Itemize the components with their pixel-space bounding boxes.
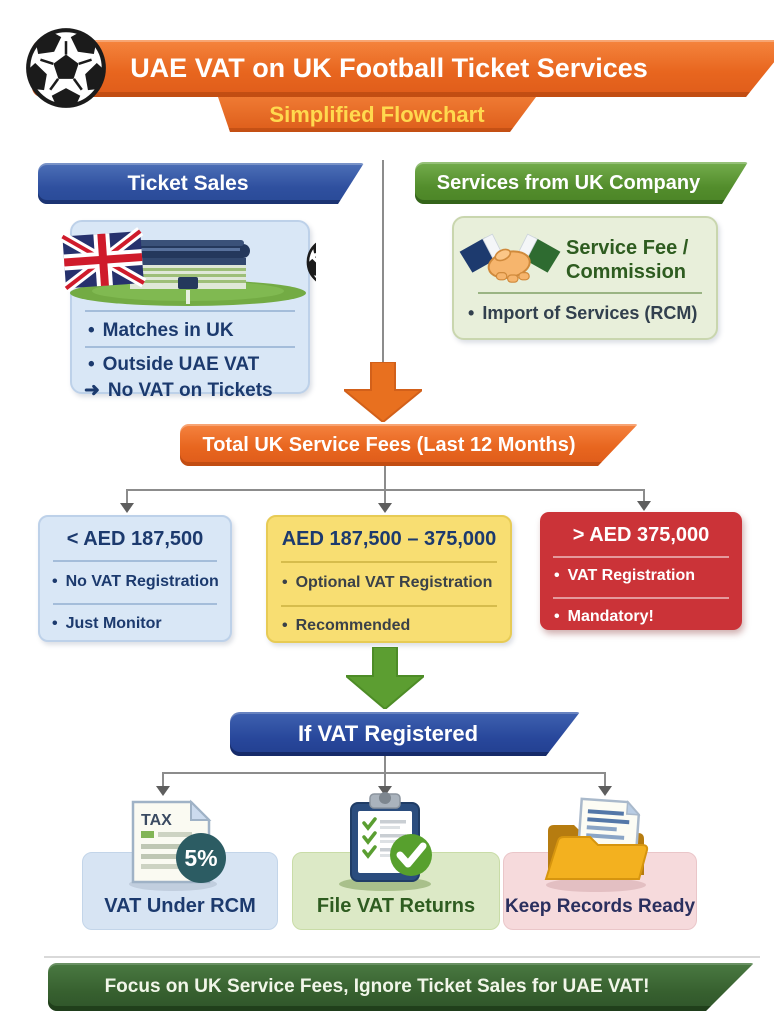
services-bullet: •Import of Services (RCM) — [468, 303, 698, 323]
footer-label: Focus on UK Service Fees, Ignore Ticket … — [104, 976, 650, 997]
divider — [85, 310, 295, 312]
bullet-glyph: • — [554, 608, 560, 625]
ticket-sales-note: ➜No VAT on Tickets — [84, 380, 273, 401]
if-registered-label: If VAT Registered — [297, 721, 479, 746]
page-title: UAE VAT on UK Football Ticket Services — [130, 53, 648, 83]
threshold-mid-bullet-2: •Recommended — [282, 617, 411, 634]
connector-line — [126, 489, 128, 503]
divider — [281, 605, 497, 607]
bullet-glyph: • — [554, 567, 560, 584]
arrowhead-down-icon — [378, 786, 392, 796]
divider — [553, 556, 729, 558]
connector-line — [604, 772, 606, 787]
bullet-glyph: • — [88, 320, 95, 341]
divider — [85, 346, 295, 348]
connector-line — [384, 756, 386, 773]
tax-document-icon: TAX 5% — [129, 799, 226, 891]
service-fee-label: Service Fee / Commission — [566, 237, 689, 283]
big-down-arrow-green-icon — [346, 647, 424, 709]
divider — [553, 597, 729, 599]
bullet-glyph: • — [88, 354, 95, 375]
threshold-low-box: < AED 187,500 •No VAT Registration •Just… — [38, 515, 232, 642]
threshold-low-bullet-2: •Just Monitor — [52, 615, 162, 632]
folder-records-icon — [544, 797, 649, 892]
connector-line — [384, 466, 386, 503]
file-vat-returns-label: File VAT Returns — [316, 895, 476, 917]
divider — [478, 292, 702, 294]
ticket-sales-bullet-1: •Matches in UK — [88, 320, 234, 341]
handshake-icon — [459, 233, 561, 283]
vat-under-rcm-label: VAT Under RCM — [104, 895, 256, 917]
threshold-high-box: > AED 375,000 •VAT Registration •Mandato… — [540, 512, 742, 630]
threshold-mid-title: AED 187,500 – 375,000 — [281, 528, 497, 550]
threshold-high-title: > AED 375,000 — [572, 524, 710, 546]
services-title: Services from UK Company — [436, 171, 701, 194]
keep-records-label: Keep Records Ready — [504, 896, 696, 917]
threshold-low-bullet-1: •No VAT Registration — [52, 573, 219, 590]
divider — [281, 561, 497, 563]
header-sub-banner: Simplified Flowchart — [218, 97, 536, 132]
bullet-glyph: • — [52, 573, 58, 590]
arrowhead-down-icon — [156, 786, 170, 796]
total-fees-label: Total UK Service Fees (Last 12 Months) — [202, 433, 576, 456]
bullet-glyph: • — [282, 617, 288, 634]
divider — [53, 603, 217, 605]
connector-line — [162, 772, 164, 787]
ticket-sales-bullet-2: •Outside UAE VAT — [88, 354, 260, 375]
if-registered-banner: If VAT Registered — [230, 712, 580, 756]
divider — [53, 560, 217, 562]
arrow-right-glyph: ➜ — [84, 380, 100, 401]
arrowhead-down-icon — [598, 786, 612, 796]
bullet-glyph: • — [468, 303, 475, 323]
clipboard-check-icon — [339, 792, 432, 891]
threshold-high-bullet-2: •Mandatory! — [554, 608, 654, 625]
threshold-mid-box: AED 187,500 – 375,000 •Optional VAT Regi… — [266, 515, 512, 643]
footer-banner: Focus on UK Service Fees, Ignore Ticket … — [48, 963, 754, 1011]
uk-flag-icon — [60, 227, 147, 293]
connector-line — [643, 489, 645, 503]
connector-line — [384, 772, 386, 787]
threshold-low-title: < AED 187,500 — [66, 528, 204, 550]
arrowhead-down-icon — [120, 503, 134, 513]
header-banner: UAE VAT on UK Football Ticket Services — [32, 40, 774, 97]
threshold-high-bullet-1: •VAT Registration — [554, 567, 696, 584]
services-box: Service Fee / Commission •Import of Serv… — [452, 216, 718, 340]
big-down-arrow-orange-icon — [344, 362, 422, 422]
bullet-glyph: • — [282, 574, 288, 591]
connector-line — [127, 489, 645, 491]
soccer-ball-icon — [24, 26, 108, 110]
footer-divider-line — [44, 956, 760, 958]
services-header: Services from UK Company — [415, 162, 748, 204]
threshold-mid-bullet-1: •Optional VAT Registration — [282, 574, 493, 591]
bullet-glyph: • — [52, 615, 58, 632]
arrowhead-down-icon — [637, 501, 651, 511]
total-fees-banner: Total UK Service Fees (Last 12 Months) — [180, 424, 638, 466]
ticket-sales-header: Ticket Sales — [38, 163, 364, 204]
ticket-sales-title: Ticket Sales — [127, 171, 249, 195]
uk-stadium-football-icon — [60, 227, 316, 306]
stadium-icon — [126, 240, 250, 304]
five-percent-badge: 5% — [184, 845, 217, 871]
page-subtitle: Simplified Flowchart — [269, 101, 485, 127]
connector-line — [382, 160, 384, 363]
arrowhead-down-icon — [378, 503, 392, 513]
tax-text: TAX — [141, 812, 172, 829]
ticket-sales-box: •Matches in UK •Outside UAE VAT ➜No VAT … — [60, 220, 310, 401]
